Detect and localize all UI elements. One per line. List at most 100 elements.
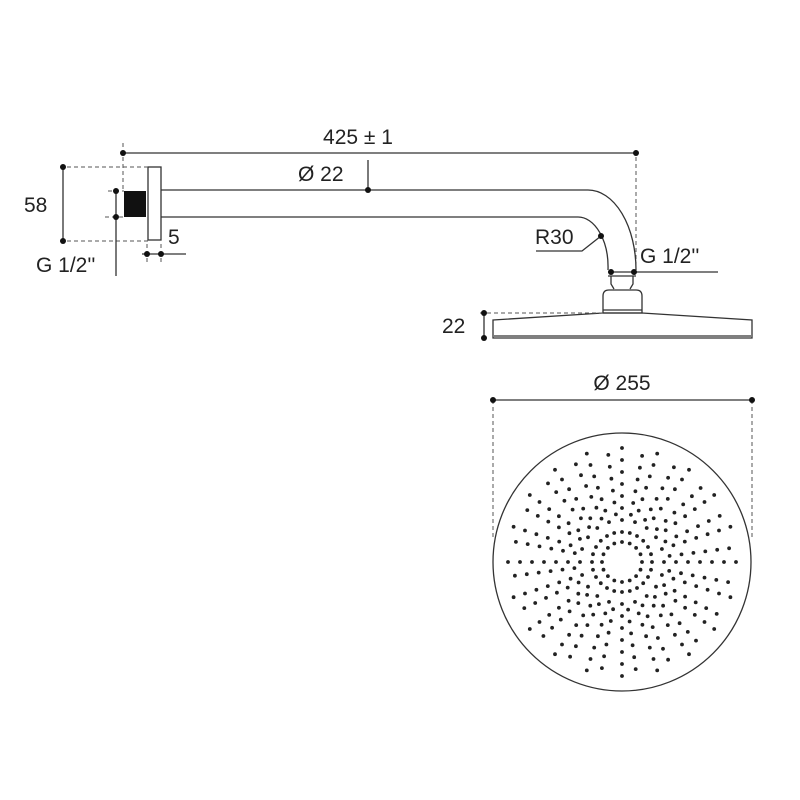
nozzle-dot: [647, 645, 652, 650]
nozzle-dot: [525, 508, 530, 512]
nozzle-dot: [580, 573, 584, 577]
nozzle-dot: [620, 614, 624, 618]
nozzle-dot: [672, 465, 676, 470]
nozzle-dot: [671, 543, 676, 548]
nozzle-dot: [620, 482, 624, 486]
nozzle-dot: [550, 625, 554, 630]
nozzle-dot: [576, 580, 581, 585]
nozzle-dot: [541, 634, 546, 638]
nozzle-dot: [518, 560, 522, 564]
dimension-dot: [60, 238, 66, 244]
nozzle-dot: [635, 534, 639, 538]
nozzle-dot: [679, 552, 684, 557]
nozzle-dot: [560, 642, 564, 647]
nozzle-dot: [654, 584, 658, 589]
nozzle-dot: [591, 612, 596, 617]
nozzle-dot: [553, 652, 557, 657]
nozzle-dot: [651, 463, 656, 467]
nozzle-dot: [591, 567, 595, 572]
nozzle-dot: [607, 520, 611, 524]
arm-inner-edge: [161, 216, 609, 271]
nozzle-dot: [607, 464, 612, 469]
nozzle-dot: [574, 623, 579, 627]
nozzle-dot: [706, 519, 711, 523]
nozzle-dot: [574, 462, 578, 467]
nozzle-dot: [606, 546, 610, 550]
dimension-dot: [113, 214, 119, 220]
nozzle-dot: [527, 493, 532, 497]
nozzle-dot: [567, 531, 572, 536]
nozzle-dot: [641, 581, 646, 586]
nozzle-dot: [686, 560, 690, 564]
nozzle-dot: [640, 497, 645, 502]
nozzle-dot: [544, 596, 548, 600]
nozzle-dot: [560, 477, 564, 482]
nozzle-dot: [629, 512, 633, 517]
nozzle-dot: [533, 601, 538, 605]
nozzle-dot: [687, 467, 691, 472]
nozzle-dot: [513, 573, 517, 578]
nozzle-dot: [734, 560, 738, 564]
dimension-dot: [120, 150, 126, 156]
nozzle-dot: [658, 613, 663, 618]
nozzle-dot: [631, 501, 636, 505]
nozzle-dot: [705, 532, 710, 537]
nozzle-dot: [640, 454, 644, 458]
label-bend-radius: R30: [535, 226, 574, 249]
nozzle-dot: [698, 560, 702, 564]
nozzle-dot: [672, 588, 677, 593]
nozzle-dot: [565, 585, 570, 590]
nozzle-dot: [630, 643, 635, 648]
nozzle-dot: [578, 560, 582, 564]
nozzle-dot: [650, 560, 654, 564]
nozzle-group: [506, 446, 738, 678]
nozzle-dot: [673, 632, 677, 637]
nozzle-dot: [661, 646, 665, 651]
nozzle-dot: [660, 573, 664, 577]
nozzle-dot: [547, 507, 552, 511]
nozzle-dot: [694, 584, 699, 588]
nozzle-dot: [644, 594, 649, 598]
nozzle-dot: [620, 650, 624, 654]
nozzle-dot: [698, 486, 703, 490]
nozzle-dot: [693, 600, 698, 605]
nozzle-dot: [647, 474, 652, 479]
nozzle-dot: [667, 569, 672, 573]
shower-head-profile: [492, 312, 753, 339]
nozzle-dot: [601, 567, 606, 572]
nozzle-dot: [525, 542, 530, 546]
dimension-dot: [144, 251, 150, 257]
nozzle-dot: [584, 451, 589, 456]
nozzle-dot: [714, 612, 719, 616]
nozzle-dot: [585, 623, 590, 627]
nozzle-dot: [683, 605, 687, 610]
nozzle-dot: [654, 535, 658, 540]
nozzle-dot: [633, 600, 637, 604]
nozzle-dot: [581, 506, 586, 511]
nozzle-dot: [511, 524, 516, 529]
nozzle-dot: [620, 590, 624, 594]
nozzle-dot: [548, 569, 553, 573]
nozzle-dot: [605, 586, 609, 590]
nozzle-dot: [511, 595, 516, 600]
nozzle-dot: [524, 572, 529, 577]
nozzle-dot: [600, 666, 604, 670]
nozzle-dot: [557, 580, 562, 585]
nozzle-dot: [530, 560, 534, 564]
nozzle-dot: [714, 578, 719, 582]
nozzle-dot: [599, 622, 604, 627]
nozzle-dot: [691, 551, 696, 555]
nozzle-dot: [574, 497, 579, 501]
nozzle-dot: [636, 508, 641, 513]
nozzle-dot: [594, 575, 598, 579]
nozzle-dot: [704, 606, 709, 610]
nozzle-dot: [603, 611, 608, 616]
leader-dot: [365, 187, 371, 193]
nozzle-dot: [527, 627, 532, 631]
nozzle-dot: [574, 644, 578, 649]
leader-bend-radius: [536, 235, 602, 252]
nozzle-dot: [570, 507, 575, 512]
nozzle-dot: [607, 600, 611, 604]
nozzle-dot: [537, 500, 542, 504]
